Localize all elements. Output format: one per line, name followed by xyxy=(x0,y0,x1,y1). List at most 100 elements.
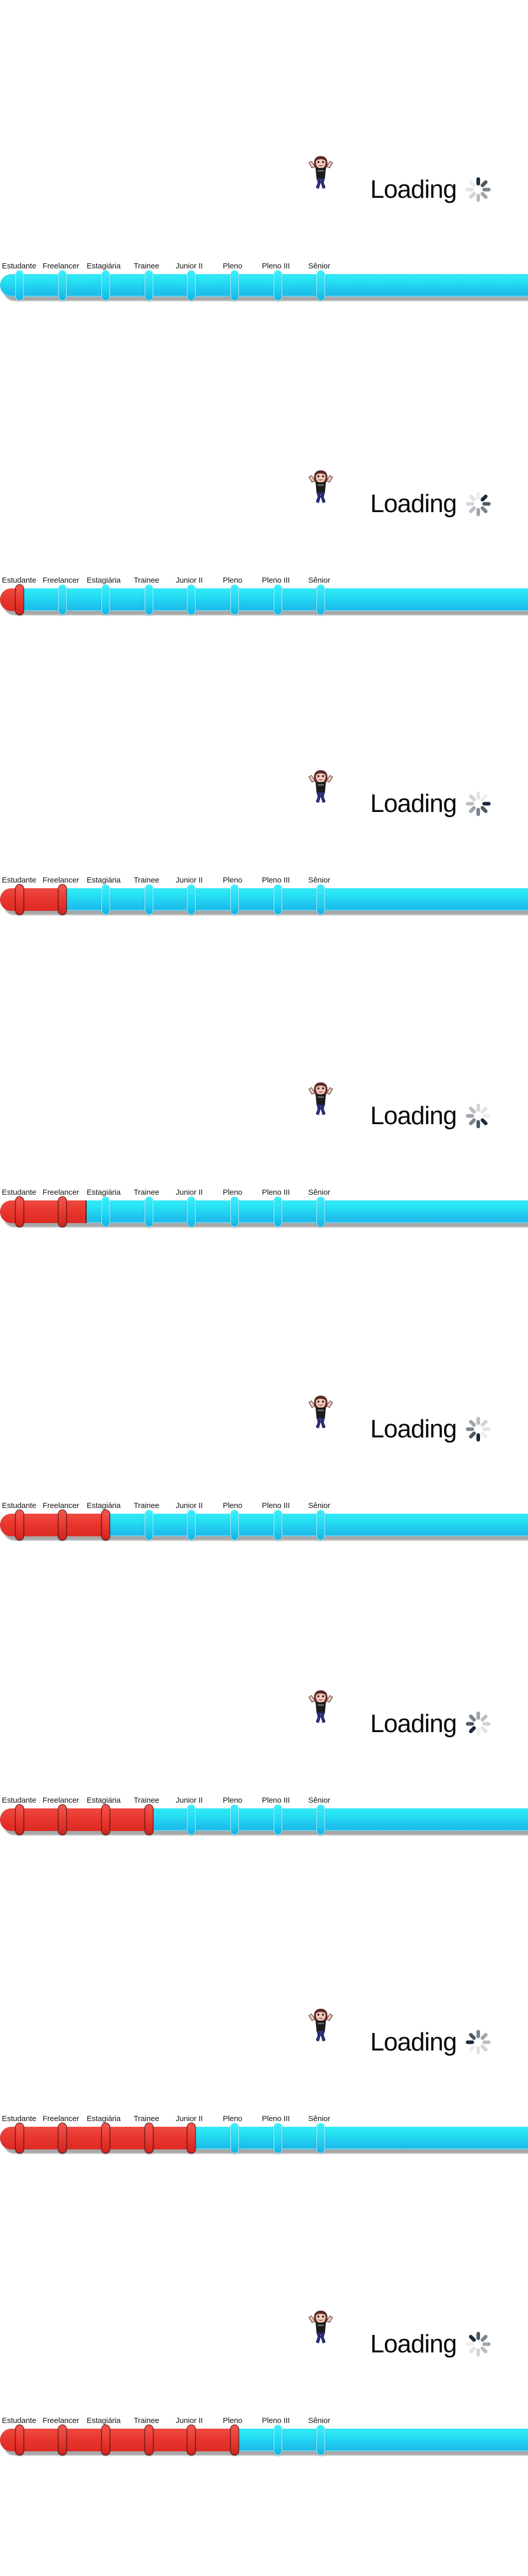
career-progress-bar[interactable] xyxy=(0,1510,528,1541)
stage-label-pleno: Pleno xyxy=(223,1796,242,1805)
stage-notch-freelancer[interactable] xyxy=(58,884,67,915)
stage-notch-trainee[interactable] xyxy=(144,884,154,915)
stage-notch-pleno[interactable] xyxy=(230,2425,239,2455)
stage-notch-trainee[interactable] xyxy=(144,2425,154,2455)
stage-notch-pleno-iii[interactable] xyxy=(273,270,283,301)
stage-notch-estagi-ria[interactable] xyxy=(101,2123,110,2154)
stage-notch-pleno-iii[interactable] xyxy=(273,1196,283,1227)
stage-notch-pleno-iii[interactable] xyxy=(273,884,283,915)
stage-label-estagi-ria: Estagiária xyxy=(87,2416,121,2425)
stage-notch-s-nior[interactable] xyxy=(316,1196,325,1227)
stage-label-junior-ii: Junior II xyxy=(175,1796,203,1805)
stage-notch-s-nior[interactable] xyxy=(316,2123,325,2154)
stage-label-pleno: Pleno xyxy=(223,1188,242,1197)
stage-notch-estagi-ria[interactable] xyxy=(101,884,110,915)
stage-notch-trainee[interactable] xyxy=(144,270,154,301)
spinner-spoke xyxy=(480,494,488,502)
career-progress-bar[interactable] xyxy=(0,270,528,302)
stage-notch-pleno[interactable] xyxy=(230,270,239,301)
spinner-icon xyxy=(464,1709,492,1738)
stage-notch-pleno[interactable] xyxy=(230,1804,239,1835)
loading-label: Loading xyxy=(370,175,457,204)
stage-notch-trainee[interactable] xyxy=(144,1196,154,1227)
stage-notch-pleno-iii[interactable] xyxy=(273,1510,283,1540)
spinner-spoke xyxy=(482,188,491,192)
stage-notch-estagi-ria[interactable] xyxy=(101,1804,110,1835)
stage-notch-freelancer[interactable] xyxy=(58,1196,67,1227)
career-progress-bar[interactable] xyxy=(0,1804,528,1836)
stage-notch-junior-ii[interactable] xyxy=(187,1510,196,1540)
stage-notch-estudante[interactable] xyxy=(15,884,24,915)
spinner-icon xyxy=(464,489,492,518)
stage-notch-freelancer[interactable] xyxy=(58,584,67,615)
stage-notch-s-nior[interactable] xyxy=(316,270,325,301)
career-progress-bar[interactable] xyxy=(0,2123,528,2155)
spinner-icon xyxy=(464,1415,492,1444)
stage-notch-trainee[interactable] xyxy=(144,1510,154,1540)
career-progress-bar[interactable] xyxy=(0,1196,528,1228)
stage-notch-pleno[interactable] xyxy=(230,1196,239,1227)
stage-notch-estagi-ria[interactable] xyxy=(101,270,110,301)
stage-notch-estudante[interactable] xyxy=(15,270,24,301)
stage-notch-junior-ii[interactable] xyxy=(187,1804,196,1835)
career-progress-bar[interactable] xyxy=(0,884,528,916)
career-progress-bar[interactable] xyxy=(0,2425,528,2456)
stage-notch-estudante[interactable] xyxy=(15,1510,24,1540)
loading-indicator: Loading xyxy=(370,2028,492,2057)
stage-notch-pleno-iii[interactable] xyxy=(273,1804,283,1835)
stage-notch-estudante[interactable] xyxy=(15,1196,24,1227)
stage-notch-junior-ii[interactable] xyxy=(187,884,196,915)
stage-notch-s-nior[interactable] xyxy=(316,1510,325,1540)
stage-label-junior-ii: Junior II xyxy=(175,2416,203,2425)
spinner-spoke xyxy=(468,1714,477,1722)
celebrating-person-icon xyxy=(308,770,333,803)
stage-notch-trainee[interactable] xyxy=(144,2123,154,2154)
stage-notch-s-nior[interactable] xyxy=(316,1804,325,1835)
stage-label-pleno: Pleno xyxy=(223,876,242,885)
stage-notch-estagi-ria[interactable] xyxy=(101,1196,110,1227)
stage-notch-s-nior[interactable] xyxy=(316,2425,325,2455)
spinner-spoke xyxy=(468,2032,477,2041)
stage-notch-freelancer[interactable] xyxy=(58,2123,67,2154)
stage-label-estudante: Estudante xyxy=(2,2416,37,2425)
stage-notch-pleno[interactable] xyxy=(230,584,239,615)
stage-notch-junior-ii[interactable] xyxy=(187,2425,196,2455)
stage-notch-s-nior[interactable] xyxy=(316,884,325,915)
stage-notch-trainee[interactable] xyxy=(144,1804,154,1835)
stage-notch-estagi-ria[interactable] xyxy=(101,584,110,615)
stage-notch-estagi-ria[interactable] xyxy=(101,1510,110,1540)
stage-notch-junior-ii[interactable] xyxy=(187,1196,196,1227)
stage-notch-freelancer[interactable] xyxy=(58,2425,67,2455)
career-progress-bar[interactable] xyxy=(0,584,528,616)
stage-notch-estudante[interactable] xyxy=(15,1804,24,1835)
loading-indicator: Loading xyxy=(370,789,492,818)
stage-label-s-nior: Sênior xyxy=(308,1796,331,1805)
stage-notch-freelancer[interactable] xyxy=(58,1510,67,1540)
stage-notch-pleno[interactable] xyxy=(230,884,239,915)
stage-label-s-nior: Sênior xyxy=(308,262,331,270)
stage-notch-estudante[interactable] xyxy=(15,2123,24,2154)
spinner-spoke xyxy=(482,1114,491,1118)
stage-label-freelancer: Freelancer xyxy=(42,576,79,585)
stage-notch-estagi-ria[interactable] xyxy=(101,2425,110,2455)
stage-label-s-nior: Sênior xyxy=(308,1501,331,1510)
stage-notch-estudante[interactable] xyxy=(15,2425,24,2455)
stage-notch-pleno-iii[interactable] xyxy=(273,2425,283,2455)
stage-notch-junior-ii[interactable] xyxy=(187,270,196,301)
stage-notch-pleno[interactable] xyxy=(230,1510,239,1540)
stage-notch-s-nior[interactable] xyxy=(316,584,325,615)
stage-label-freelancer: Freelancer xyxy=(42,1188,79,1197)
stage-notch-junior-ii[interactable] xyxy=(187,584,196,615)
stage-notch-pleno-iii[interactable] xyxy=(273,2123,283,2154)
loading-indicator: Loading xyxy=(370,175,492,204)
stage-notch-freelancer[interactable] xyxy=(58,1804,67,1835)
stage-notch-trainee[interactable] xyxy=(144,584,154,615)
stage-notch-pleno[interactable] xyxy=(230,2123,239,2154)
stage-notch-pleno-iii[interactable] xyxy=(273,584,283,615)
stage-label-s-nior: Sênior xyxy=(308,2114,331,2123)
stage-notch-freelancer[interactable] xyxy=(58,270,67,301)
stage-notch-estudante[interactable] xyxy=(15,584,24,615)
stage-notch-junior-ii[interactable] xyxy=(187,2123,196,2154)
spinner-spoke xyxy=(468,1117,477,1126)
